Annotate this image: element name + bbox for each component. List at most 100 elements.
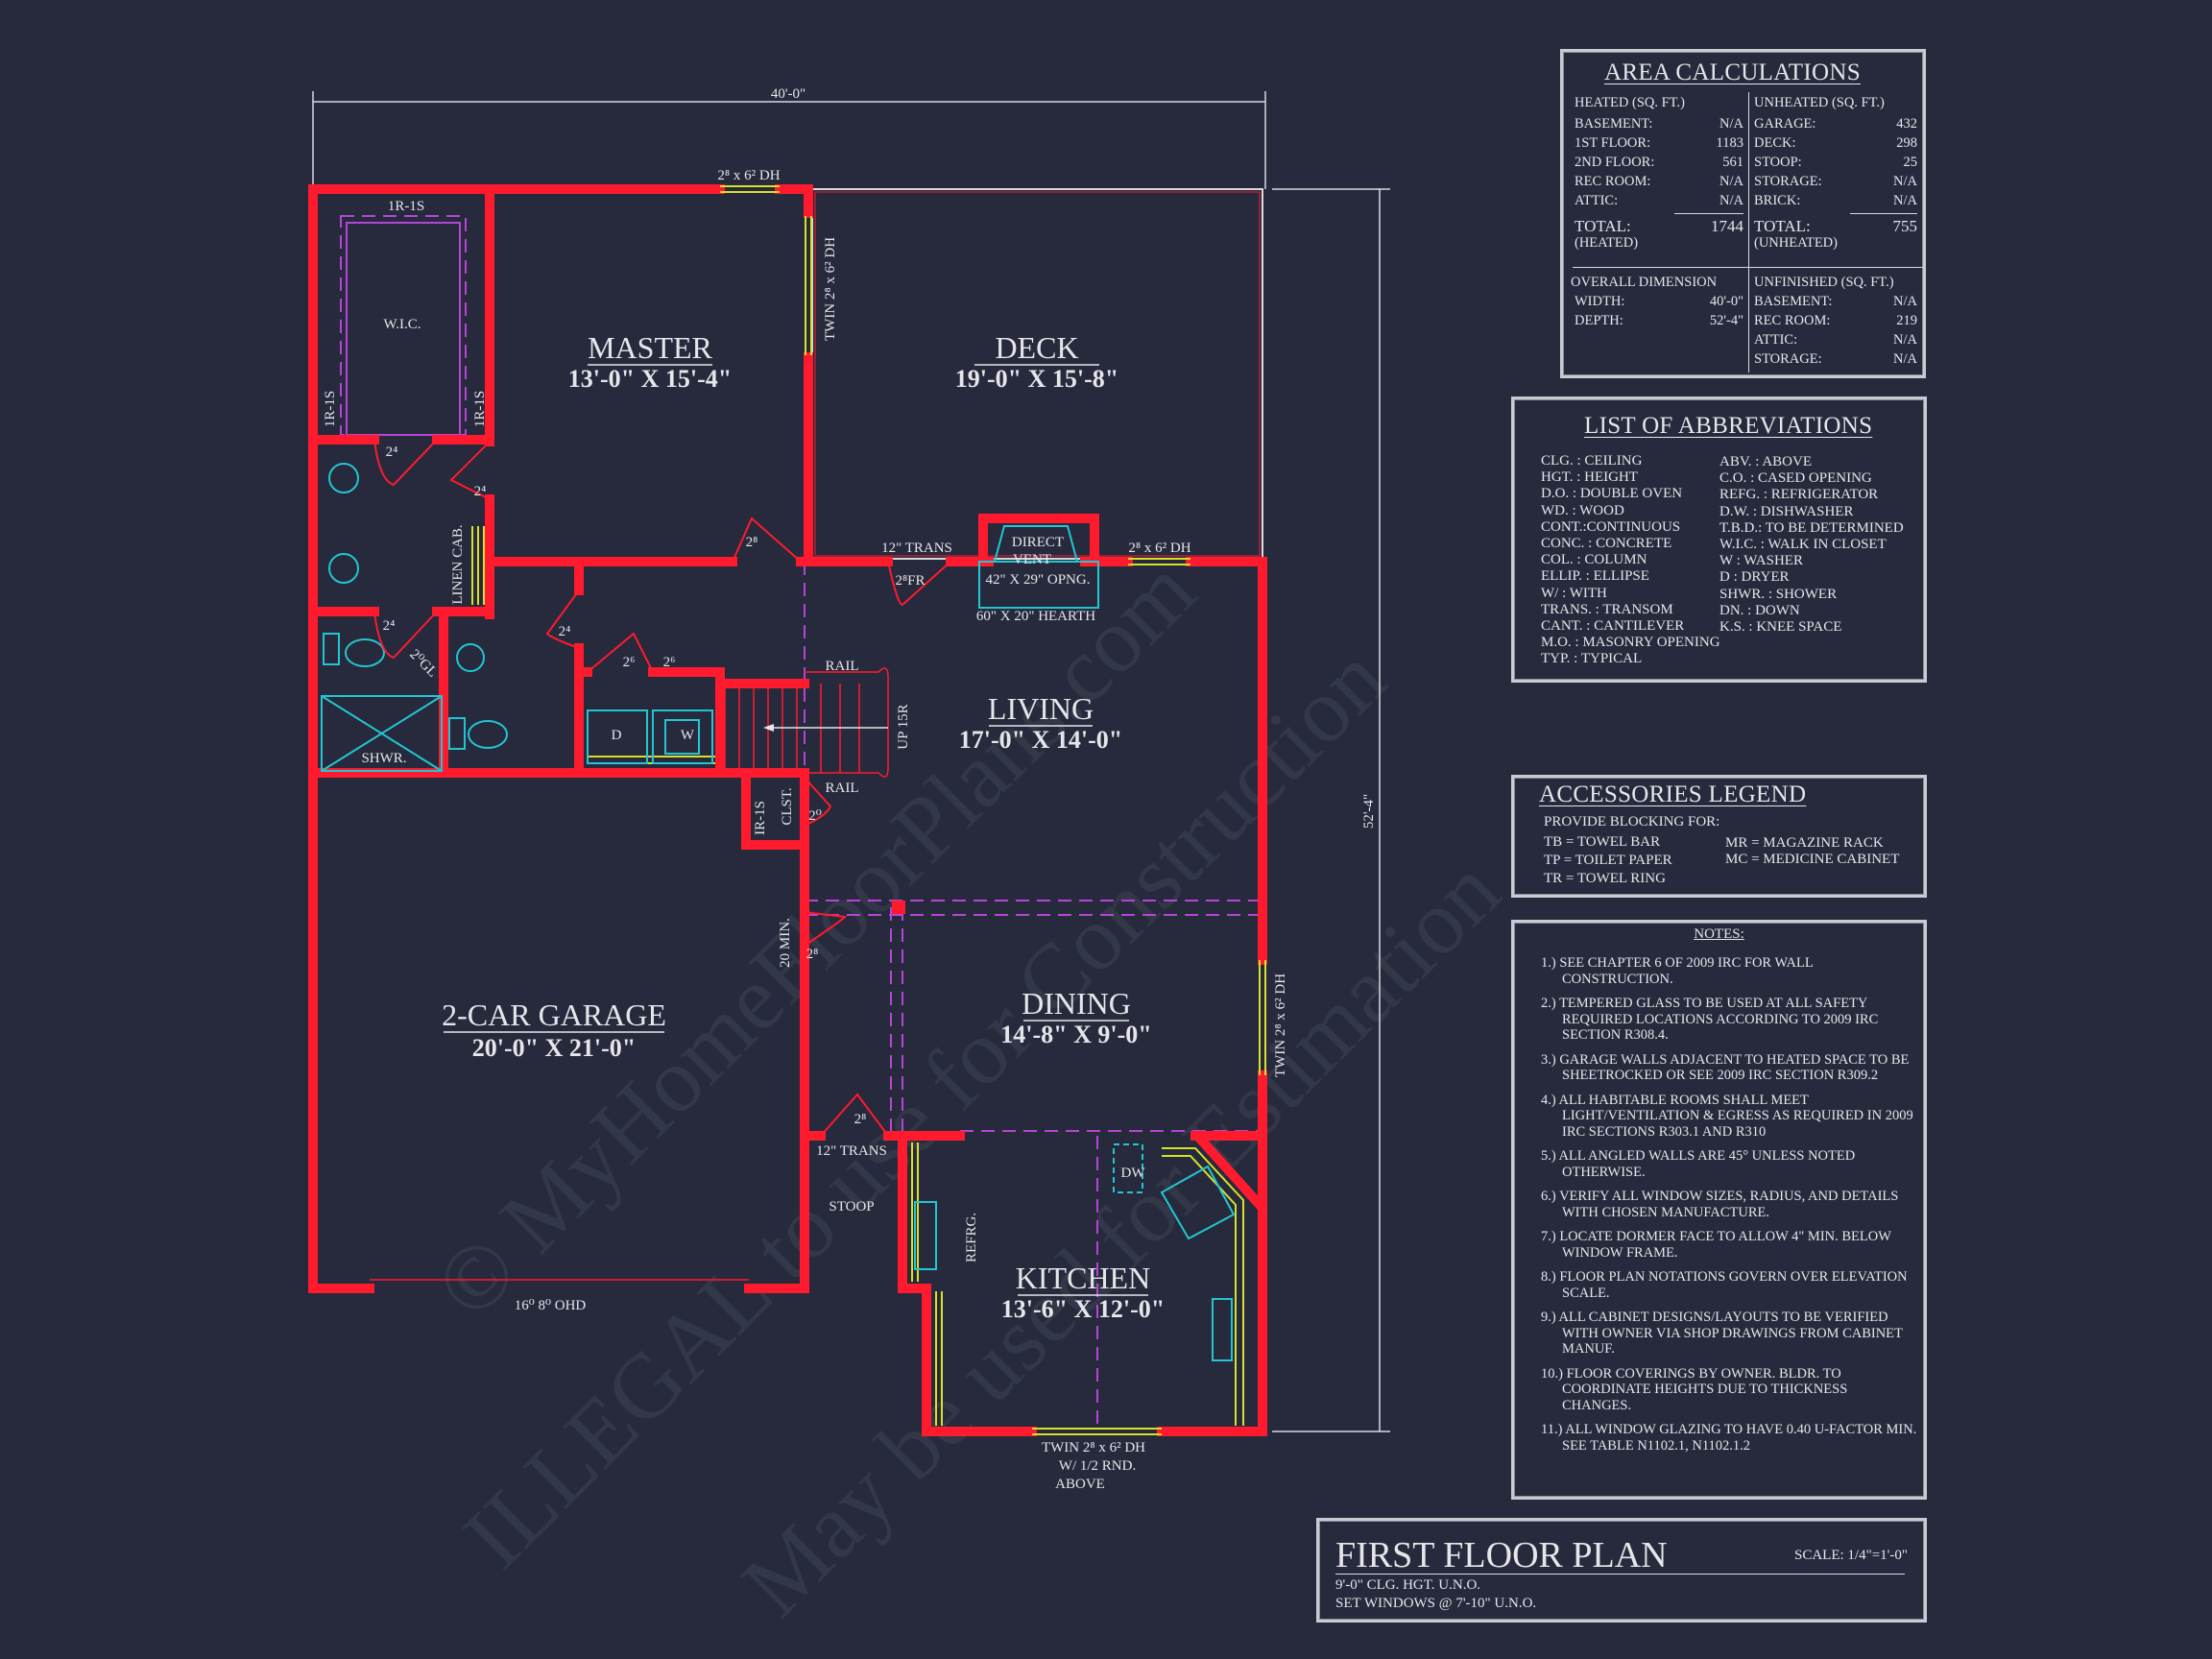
overall-header: OVERALL DIMENSION — [1571, 275, 1718, 290]
fixtures — [321, 463, 1236, 1361]
label-hearth: 60" X 20" HEARTH — [976, 609, 1095, 624]
abbreviation-item: D.O. : DOUBLE OVEN — [1541, 486, 1683, 502]
abbreviation-item: REFG. : REFRIGERATOR — [1719, 487, 1879, 503]
label-dining-window: TWIN 2⁸ x 6² DH — [1273, 974, 1288, 1077]
label-door: 2⁸ — [854, 1112, 867, 1127]
room-master-name: MASTER — [588, 330, 712, 365]
ceiling-height-note: 9'-0" CLG. HGT. U.N.O. — [1335, 1577, 1481, 1593]
abbreviation-item: CLG. : CEILING — [1541, 453, 1643, 469]
label-french-door: 2⁸FR — [895, 573, 925, 589]
label-direct-vent: DIRECT — [1012, 535, 1064, 550]
label-living-window: 2⁸ x 6² DH — [1128, 541, 1190, 556]
room-kitchen-size: 13'-6" X 12'-0" — [1001, 1295, 1165, 1323]
abbreviation-item: HGT. : HEIGHT — [1541, 469, 1638, 486]
label-door: 2⁰GL — [406, 647, 440, 681]
label-trans-upper: 12" TRANS — [881, 541, 952, 556]
label-door: 2⁶ — [663, 655, 676, 670]
accessory-item: TR = TOWEL RING — [1544, 871, 1666, 886]
room-deck-size: 19'-0" X 15'-8" — [955, 365, 1118, 393]
label-shwr: SHWR. — [361, 751, 406, 766]
abbreviation-item: W.I.C. : WALK IN CLOSET — [1719, 537, 1887, 553]
label-dryer: D — [612, 728, 622, 743]
label-direct-vent-2: VENT — [1013, 552, 1051, 567]
label-wic: W.I.C. — [383, 317, 421, 332]
abbreviation-item: COL. : COLUMN — [1541, 552, 1647, 568]
abbreviation-item: T.B.D.: TO BE DETERMINED — [1719, 519, 1904, 536]
label-door: 2⁴ — [559, 624, 571, 639]
note-item: 4.) ALL HABITABLE ROOMS SHALL MEET LIGHT… — [1541, 1092, 1913, 1140]
label-wic-left: 1R-1S — [323, 391, 338, 427]
label-closet: CLST. — [780, 787, 795, 825]
label-top-window: 2⁸ x 6² DH — [717, 168, 780, 183]
label-linen: LINEN CAB. — [450, 524, 466, 604]
abbreviation-item: SHWR. : SHOWER — [1719, 586, 1838, 602]
label-door: 2⁴ — [474, 484, 487, 499]
abbreviation-item: D : DRYER — [1719, 569, 1790, 586]
label-rail-bottom: RAIL — [826, 781, 859, 796]
abbreviation-item: WD. : WOOD — [1541, 502, 1624, 518]
windows — [471, 185, 1266, 1435]
label-kitchen-window-3: ABOVE — [1055, 1477, 1105, 1492]
abbreviation-item: W/ : WITH — [1541, 585, 1607, 601]
label-kitchen-window-2: W/ 1/2 RND. — [1059, 1458, 1136, 1474]
label-door: 2⁸ — [806, 947, 819, 962]
note-item: 6.) VERIFY ALL WINDOW SIZES, RADIUS, AND… — [1541, 1189, 1899, 1220]
label-stairs: UP 15R — [896, 704, 911, 749]
note-item: 7.) LOCATE DORMER FACE TO ALLOW 4" MIN. … — [1541, 1229, 1891, 1261]
label-opening: 42" X 29" OPNG. — [986, 572, 1091, 588]
room-garage-size: 20'-0" X 21'-0" — [472, 1034, 636, 1062]
abbreviation-item: D.W. : DISHWASHER — [1719, 503, 1854, 519]
accessory-item: TB = TOWEL BAR — [1544, 834, 1661, 850]
abbreviation-item: K.S. : KNEE SPACE — [1719, 619, 1842, 636]
abbreviation-item: TYP. : TYPICAL — [1541, 651, 1643, 667]
abbreviation-item: ELLIP. : ELLIPSE — [1541, 568, 1649, 585]
unheated-header: UNHEATED (SQ. FT.) — [1754, 95, 1885, 110]
room-deck-name: DECK — [995, 330, 1078, 365]
plan-scale: SCALE: 1/4"=1'-0" — [1794, 1548, 1908, 1563]
title-block: FIRST FLOOR PLAN SCALE: 1/4"=1'-0" 9'-0"… — [1316, 1518, 1927, 1623]
label-kitchen-window: TWIN 2⁸ x 6² DH — [1042, 1440, 1145, 1455]
room-kitchen-name: KITCHEN — [1016, 1261, 1150, 1295]
area-calculations-table: AREA CALCULATIONS HEATED (SQ. FT.) BASEM… — [1560, 49, 1926, 378]
accessories-title: ACCESSORIES LEGEND — [1539, 781, 1807, 807]
plan-title: FIRST FLOOR PLAN — [1335, 1535, 1668, 1575]
abbreviation-item: DN. : DOWN — [1719, 602, 1800, 618]
room-dining-name: DINING — [1022, 986, 1131, 1021]
room-garage-name: 2-CAR GARAGE — [442, 998, 666, 1032]
label-stoop: STOOP — [829, 1199, 874, 1214]
note-item: 1.) SEE CHAPTER 6 OF 2009 IRC FOR WALL C… — [1541, 955, 1814, 987]
label-closet: IR-1S — [753, 801, 768, 835]
label-wic-right: 1R-1S — [472, 391, 488, 427]
room-dining-size: 14'-8" X 9'-0" — [1000, 1021, 1151, 1048]
note-item: 3.) GARAGE WALLS ADJACENT TO HEATED SPAC… — [1541, 1051, 1910, 1084]
label-master-window: TWIN 2⁸ x 6² DH — [823, 237, 838, 341]
room-living-size: 17'-0" X 14'-0" — [959, 726, 1122, 754]
abbreviation-item: CONT.:CONTINUOUS — [1541, 518, 1681, 535]
label-refrg: REFRG. — [964, 1213, 979, 1262]
stairs — [724, 667, 889, 778]
heated-total: TOTAL:1744 — [1575, 217, 1743, 235]
note-item: 5.) ALL ANGLED WALLS ARE 45° UNLESS NOTE… — [1541, 1148, 1856, 1180]
abbreviation-item: W : WASHER — [1719, 553, 1803, 569]
abbreviation-item: ABV. : ABOVE — [1719, 454, 1812, 469]
abbreviation-item: M.O. : MASONRY OPENING — [1541, 635, 1720, 651]
label-door: 2⁴ — [383, 618, 396, 634]
accessories-legend: ACCESSORIES LEGEND PROVIDE BLOCKING FOR:… — [1511, 775, 1927, 898]
label-dw: DW — [1121, 1166, 1146, 1181]
note-item: 10.) FLOOR COVERINGS BY OWNER. BLDR. TO … — [1541, 1365, 1848, 1413]
unfinished-header: UNFINISHED (SQ. FT.) — [1754, 275, 1894, 290]
heated-header: HEATED (SQ. FT.) — [1575, 95, 1685, 110]
label-door: 2⁰ — [808, 808, 822, 824]
area-title: AREA CALCULATIONS — [1604, 60, 1861, 85]
note-item: 8.) FLOOR PLAN NOTATIONS GOVERN OVER ELE… — [1541, 1269, 1908, 1301]
abbreviation-item: CONC. : CONCRETE — [1541, 536, 1672, 552]
abbreviation-item: TRANS. : TRANSOM — [1541, 601, 1673, 617]
width-dimension: 40'-0" — [771, 86, 805, 102]
label-door: 2⁴ — [386, 445, 398, 460]
room-labels: MASTER 13'-0" X 15'-4" DECK 19'-0" X 15'… — [442, 330, 1165, 1323]
room-master-size: 13'-0" X 15'-4" — [568, 365, 732, 393]
dimension-lines — [312, 91, 1390, 1432]
label-washer: W — [681, 728, 695, 743]
accessory-item: MR = MAGAZINE RACK — [1725, 835, 1884, 851]
